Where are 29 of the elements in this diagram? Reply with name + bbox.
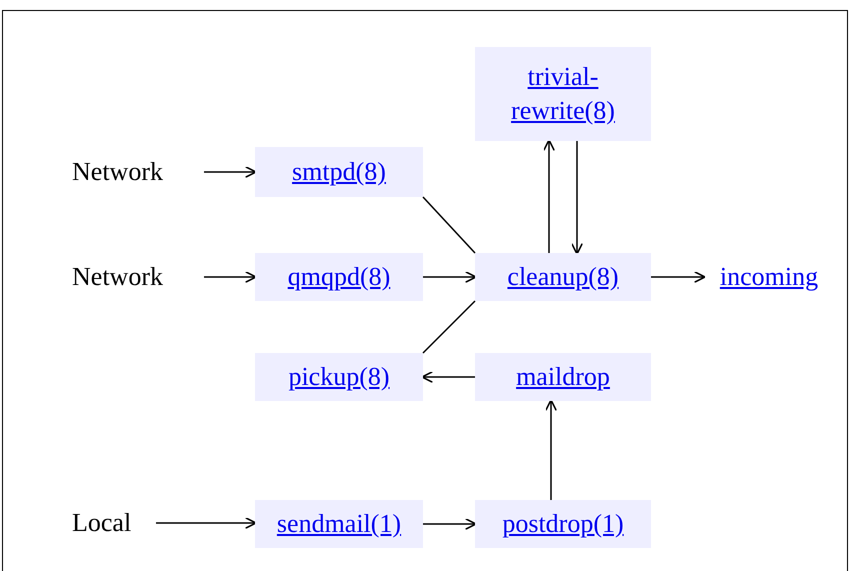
program-link: sendmail(1) — [276, 508, 402, 540]
program-link: qmqpd(8) — [288, 261, 390, 293]
process-cell — [255, 353, 423, 401]
arrow — [204, 270, 257, 284]
process-cell — [475, 353, 651, 401]
arrow — [542, 139, 556, 253]
program-link: pickup(8) — [288, 361, 390, 393]
process-cell — [255, 253, 423, 301]
program-link: smtpd(8) — [292, 156, 386, 188]
program-link: incoming — [720, 261, 818, 293]
source-label: Network — [72, 156, 164, 188]
arrow — [156, 516, 257, 530]
arrow — [423, 270, 477, 284]
arrow — [651, 270, 706, 284]
arrow — [204, 166, 257, 178]
arrow — [570, 141, 584, 255]
program-link: cleanup(8) — [507, 261, 619, 293]
source-label: Local — [72, 507, 132, 539]
program-link: postdrop(1) — [502, 508, 624, 540]
arrow — [423, 518, 477, 530]
process-cell — [475, 500, 651, 548]
process-cell — [255, 147, 423, 197]
source-label: Network — [72, 261, 164, 293]
process-cell — [475, 253, 651, 301]
process-cell — [255, 500, 423, 548]
arrow — [421, 370, 475, 384]
program-link: trivial-rewrite(8) — [510, 61, 616, 127]
program-link: maildrop — [516, 361, 610, 393]
arrow — [544, 399, 558, 500]
